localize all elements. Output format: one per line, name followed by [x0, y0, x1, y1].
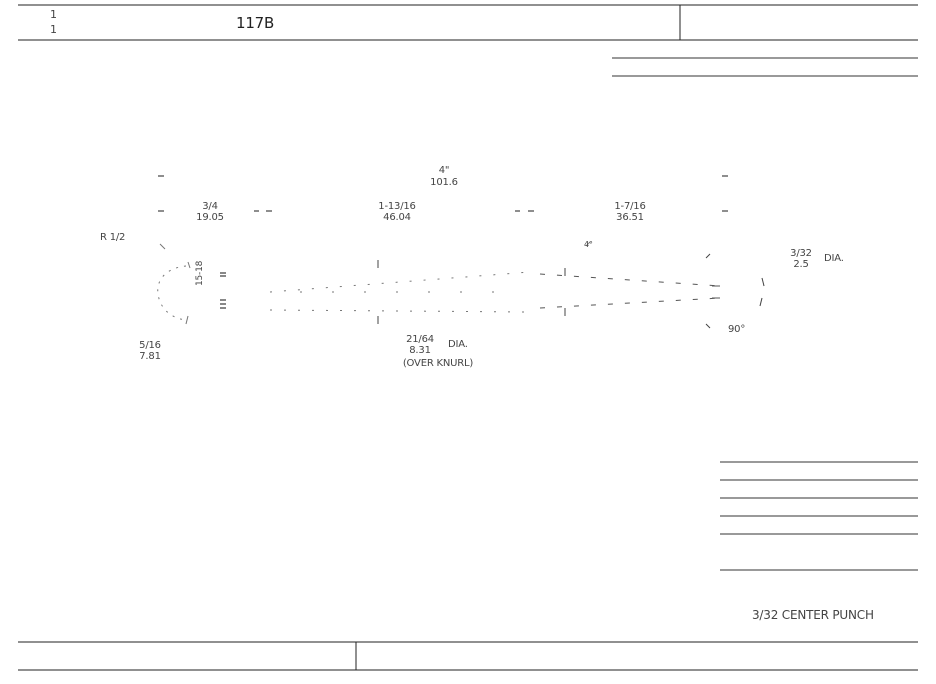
tip-dia-in: 3/32	[790, 248, 812, 259]
small-angle: 4°	[584, 240, 593, 249]
dimension-ticks	[158, 175, 728, 212]
stock-size-mm: 7.81	[139, 351, 161, 362]
shank-dia-label: DIA.	[448, 339, 468, 350]
shank-note: (OVER KNURL)	[402, 358, 474, 369]
dim-c-in: 1-7/16	[614, 201, 646, 212]
shank-dia-in: 21/64	[406, 334, 434, 345]
overall-length-mm: 101.6	[430, 177, 458, 188]
tip-dia-label: DIA.	[824, 253, 844, 264]
radius-callout: R 1/2	[100, 232, 126, 243]
tip-dia-mm: 2.5	[793, 259, 809, 270]
drawing-caption: 3/32 CENTER PUNCH	[752, 608, 874, 622]
overall-length-in: 4"	[438, 165, 450, 176]
dim-c-mm: 36.51	[616, 212, 644, 223]
notes-lines	[720, 461, 918, 571]
part-number: 117B	[236, 14, 275, 32]
dim-a-mm: 19.05	[196, 212, 224, 223]
punch-outline	[157, 241, 765, 329]
stock-size-in: 5/16	[139, 340, 161, 351]
dim-b-mm: 46.04	[383, 212, 411, 223]
point-angle: 90°	[728, 324, 746, 335]
shank-dia-mm: 8.31	[409, 345, 431, 356]
dim-b-in: 1-13/16	[378, 201, 416, 212]
sheet-number-bottom: 1	[50, 23, 57, 36]
sheet-number-top: 1	[50, 8, 57, 21]
knurl-label: 15-18	[195, 260, 205, 286]
knurl-pattern	[220, 272, 226, 309]
dim-a-in: 3/4	[202, 201, 218, 212]
